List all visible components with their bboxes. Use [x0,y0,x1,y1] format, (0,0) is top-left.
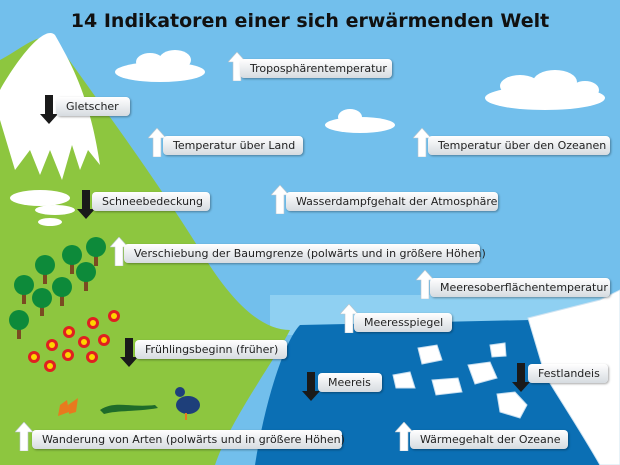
clouds [115,50,605,133]
indicator-label: Temperatur über Land [163,136,303,155]
indicator-label: Frühlingsbeginn (früher) [135,340,287,359]
indicator-label: Troposphärentemperatur [240,59,392,78]
indicator-label: Festlandeis [528,364,608,383]
indicator-label: Wanderung von Arten (polwärts und in grö… [32,430,345,449]
indicator-label: Schneebedeckung [92,192,210,211]
indicator-label: Meeresspiegel [354,313,452,332]
butterfly [58,398,78,416]
flowers [28,310,120,372]
indicator-label: Meereis [318,373,382,392]
snow-patches [10,190,75,226]
ice-floes [392,342,528,419]
indicator-label: Meeresoberflächentemperatur [430,278,610,297]
up-arrow-icon [15,422,33,451]
indicator-label: Temperatur über den Ozeanen [428,136,610,155]
indicator-label: Wasserdampfgehalt der Atmosphäre [286,192,498,211]
indicator-label: Gletscher [56,97,130,116]
page-title: 14 Indikatoren einer sich erwärmenden We… [70,10,550,32]
trees [9,237,106,339]
lizard [100,404,158,414]
bird [175,387,200,420]
indicator-label: Wärmegehalt der Ozeane [410,430,568,449]
indicator-label: Verschiebung der Baumgrenze (polwärts un… [124,244,486,263]
